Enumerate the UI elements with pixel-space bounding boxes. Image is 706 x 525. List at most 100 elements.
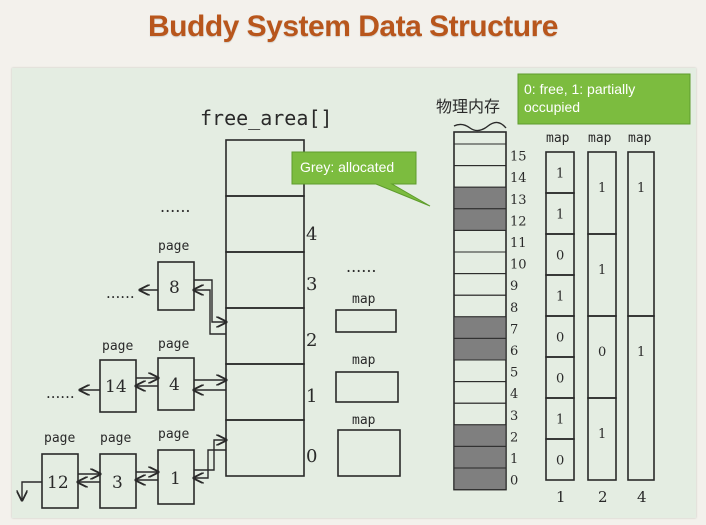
order-label-2: 2 — [306, 330, 317, 351]
bitmap-1-bit: 1 — [556, 167, 564, 182]
slide-title: Buddy System Data Structure — [148, 10, 558, 43]
memory-row-15 — [453, 143, 507, 167]
free-area-slot-2 — [225, 307, 305, 365]
memory-row-label-7: 7 — [510, 322, 518, 337]
memory-row-label-13: 13 — [510, 193, 527, 208]
bitmap-columns: map 1 1 0 1 0 0 1 0 1 map 1 1 0 1 2 map 1 1 4 — [545, 131, 655, 506]
memory-row-label-0: 0 — [510, 474, 518, 489]
bitmap-2-bit: 1 — [598, 427, 606, 442]
page-number-1: 1 — [170, 469, 181, 489]
memory-row-1 — [453, 445, 507, 469]
bitmap-4-bit: 1 — [637, 345, 645, 360]
bitmap-2-cell — [587, 397, 617, 481]
bitmap-header-1: map — [546, 131, 570, 146]
memory-row-label-4: 4 — [510, 387, 518, 402]
memory-row-label-3: 3 — [510, 409, 518, 424]
bitmap-header-2: map — [588, 131, 612, 146]
map-box-order0 — [337, 429, 401, 477]
map-box-order2 — [335, 309, 397, 333]
page-label-8: page — [158, 239, 189, 254]
callout-bits-line2: occupied — [524, 99, 580, 115]
free-area-slot-0 — [225, 419, 305, 477]
bitmap-order-label-4: 4 — [637, 488, 647, 506]
free-area-slot-3 — [225, 251, 305, 309]
list-links — [22, 279, 226, 500]
map-box-order1 — [335, 371, 399, 403]
chain-dots-order2: ...... — [106, 284, 135, 302]
map-label-order0: map — [352, 413, 376, 428]
page-number-3: 3 — [112, 473, 123, 493]
callout-grey-text: Grey: allocated — [300, 159, 394, 175]
page-label-1: page — [158, 427, 189, 442]
bitmap-2-bit: 1 — [598, 181, 606, 196]
page-node-4 — [157, 357, 195, 411]
memory-row-7 — [453, 316, 507, 339]
memory-row-label-5: 5 — [510, 366, 518, 381]
slide-panel — [12, 68, 696, 518]
chain-dots-order1: ...... — [46, 384, 75, 402]
page-label-12: page — [44, 431, 75, 446]
bitmap-1-bit: 1 — [556, 413, 564, 428]
memory-row-label-11: 11 — [510, 236, 527, 251]
bitmap-1-cell — [545, 438, 575, 481]
order-label-3: 3 — [306, 274, 317, 295]
order-label-4: 4 — [306, 224, 317, 245]
memory-row-10 — [453, 251, 507, 275]
page-label-3: page — [100, 431, 131, 446]
free-area-slot-4 — [225, 195, 305, 253]
memory-row-4 — [453, 381, 507, 404]
bitmap-1-bit: 0 — [556, 331, 564, 346]
memory-row-label-14: 14 — [510, 171, 527, 186]
memory-row-14 — [453, 165, 507, 188]
bitmap-1-bit: 0 — [556, 454, 564, 469]
page-label-14: page — [102, 339, 133, 354]
page-number-12: 12 — [47, 473, 69, 493]
physical-memory-label: 物理内存 — [436, 97, 500, 116]
memory-row-0 — [453, 467, 507, 491]
page-number-4: 4 — [169, 375, 180, 395]
page-label-4: page — [158, 337, 189, 352]
callout-grey: Grey: allocated — [291, 151, 431, 207]
memory-row-label-6: 6 — [510, 344, 518, 359]
memory-row-label-8: 8 — [510, 301, 518, 316]
bitmap-4-cell — [627, 151, 655, 317]
order-label-1: 1 — [306, 386, 317, 407]
dots-order3: ...... — [346, 257, 377, 276]
map-label-order1: map — [352, 353, 376, 368]
memory-row-label-1: 1 — [510, 452, 518, 467]
memory-row-9 — [453, 273, 507, 296]
bitmap-1-bit: 0 — [556, 249, 564, 264]
bitmap-4-bit: 1 — [637, 181, 645, 196]
memory-row-5 — [453, 359, 507, 383]
bitmap-2-bit: 1 — [598, 263, 606, 278]
bitmap-1-bit: 0 — [556, 372, 564, 387]
memory-row-13 — [453, 186, 507, 210]
callout-bits-line1: 0: free, 1: partially — [524, 81, 635, 97]
free-area-slot-1 — [225, 363, 305, 421]
dots-top: ...... — [160, 197, 191, 216]
memory-row-label-9: 9 — [510, 279, 518, 294]
bitmap-order-label-2: 2 — [598, 488, 608, 506]
bitmap-4-cell — [627, 315, 655, 481]
memory-row-8 — [453, 294, 507, 318]
free-area-array — [225, 139, 305, 477]
memory-row-12 — [453, 208, 507, 231]
memory-row-label-10: 10 — [510, 258, 527, 273]
bitmap-1-bit: 1 — [556, 290, 564, 305]
memory-row-3 — [453, 402, 507, 426]
memory-torn-top — [453, 121, 507, 132]
page-number-8: 8 — [169, 278, 180, 298]
map-label-order2: map — [352, 292, 376, 307]
bitmap-1-bit: 1 — [556, 208, 564, 223]
bitmap-order-label-1: 1 — [556, 488, 566, 506]
memory-row-11 — [453, 229, 507, 253]
bitmap-2-bit: 0 — [598, 345, 606, 360]
memory-row-label-2: 2 — [510, 430, 518, 445]
order-label-0: 0 — [306, 446, 317, 467]
free-area-label: free_area[] — [200, 106, 332, 130]
callout-bits: 0: free, 1: partially occupied — [517, 73, 691, 125]
bitmap-header-4: map — [628, 131, 652, 146]
memory-row-6 — [453, 337, 507, 361]
page-number-14: 14 — [105, 377, 127, 397]
